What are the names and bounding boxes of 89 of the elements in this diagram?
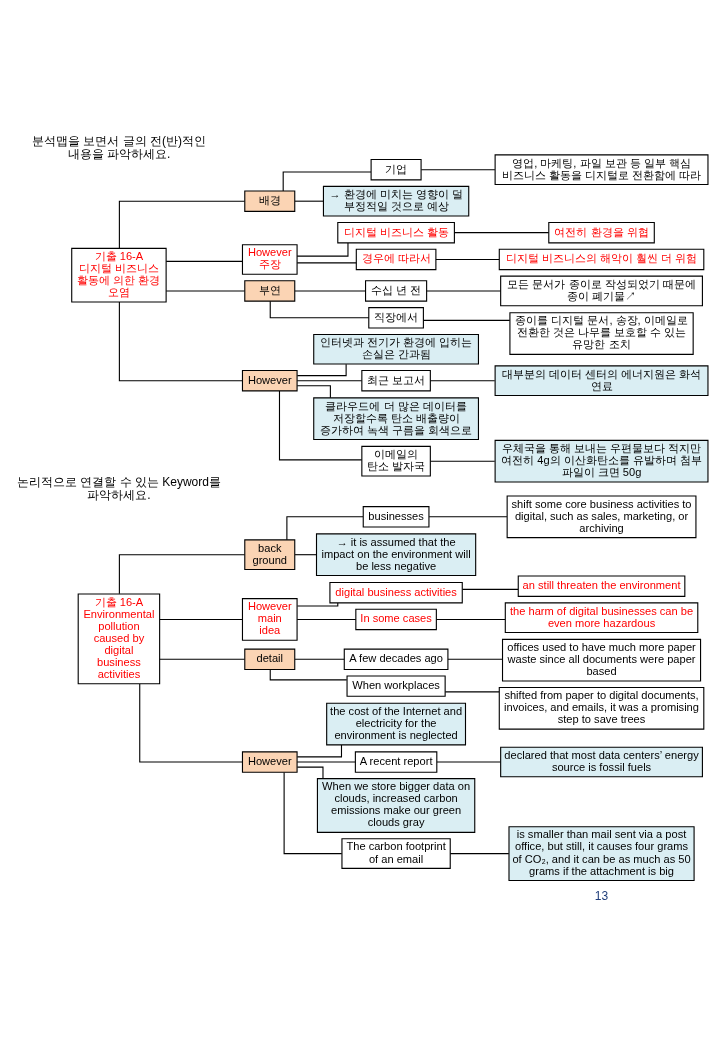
connector: [294, 290, 367, 292]
node-box: → 환경에 미치는 영향이 덜 부정적일 것으로 예상: [322, 185, 470, 217]
connector: [296, 242, 349, 257]
node-box: 우체국을 통해 보내는 우편물보다 적지만 여전히 4g의 이산화탄소를 유발하며 첨부 파일이 크면 50g: [494, 439, 709, 483]
connector: [296, 766, 324, 779]
node-box: 대부분의 데이터 센터의 에너지원은 화석 연료: [494, 365, 709, 397]
connector: [296, 380, 363, 382]
node-box: However main idea: [241, 598, 298, 641]
node-box: 부연: [244, 280, 296, 302]
connector: [453, 232, 550, 234]
connector: [423, 319, 511, 321]
node-box: the harm of digital businesses can be even more hazardous: [504, 602, 699, 633]
connector: [269, 669, 348, 681]
node-box: 디지털 비즈니스 활동: [337, 221, 455, 244]
connector: [428, 516, 508, 518]
node-box: In some cases: [355, 608, 437, 631]
node-box: 기업: [370, 159, 422, 181]
connector: [165, 290, 246, 292]
node-box: 클라우드에 더 많은 데이터를 저장할수록 탄소 배출량이 증가하여 녹색 구름을 회색으로: [313, 397, 479, 441]
node-box: back ground: [244, 539, 296, 571]
node-box: shift some core business activities to digital, such as sales, marketing, or archiving: [506, 495, 697, 539]
node-box: 기출 16-A 디지털 비즈니스 활동에 의한 환경 오염: [71, 247, 167, 303]
node-box: digital business activities: [329, 581, 463, 604]
node-box: 직장에서: [368, 307, 424, 329]
node-box: 이메일의 탄소 발자국: [361, 445, 431, 477]
connector: [429, 460, 496, 462]
connector: [296, 602, 339, 607]
node-box: 인터넷과 전기가 환경에 입히는 손실은 간과됨: [313, 333, 479, 365]
connector: [447, 658, 503, 660]
connector: [436, 761, 501, 763]
node-box: However: [241, 751, 298, 773]
connector: [435, 258, 500, 261]
connector: [449, 853, 510, 855]
node-box: detail: [244, 648, 296, 670]
connector: [296, 262, 357, 264]
connector: [139, 683, 243, 763]
connector: [159, 658, 246, 660]
connector: [435, 618, 506, 621]
node-box: 디지털 비즈니스의 해악이 훨씬 더 위험: [498, 248, 705, 271]
connector: [165, 260, 243, 262]
node-box: 종이를 디지털 문서, 송장, 이메일로 전환한 것은 나무를 보호할 수 있는 유망한 조치: [509, 312, 694, 355]
node-box: A recent report: [354, 751, 438, 773]
connector: [461, 588, 519, 590]
node-box: 최근 보고서: [361, 370, 431, 392]
node-box: 배경: [244, 190, 296, 212]
node-box: 기출 16-A Environmental pollution caused by digital business activities: [77, 593, 161, 685]
node-box: However 주장: [241, 244, 298, 275]
node-box: When we store bigger data on clouds, increased carbon emissions make our green clouds gray: [316, 778, 476, 833]
connector: [118, 554, 246, 595]
connector: [426, 290, 502, 292]
label: 논리적으로 연결할 수 있는 Keyword를 파악하세요.: [16, 474, 221, 502]
node-box: the cost of the Internet and electricity for the environment is neglected: [326, 702, 467, 746]
node-box: A few decades ago: [343, 648, 449, 670]
connector: [294, 554, 317, 556]
node-box: 경우에 따라서: [355, 248, 437, 271]
connector: [296, 363, 347, 377]
connector: [118, 200, 246, 249]
connector: [294, 200, 324, 202]
node-box: is smaller than mail sent via a post office, but still, it causes four grams of CO₂, and it can be as much as 50 grams if the attachment is big: [508, 826, 695, 881]
connector: [159, 618, 243, 621]
label: 분석맵을 보면서 글의 전(반)적인 내용을 파악하세요.: [31, 134, 206, 162]
connector: [294, 658, 345, 660]
connector: [296, 618, 357, 621]
connector: [296, 761, 356, 763]
node-box: When workplaces: [346, 675, 446, 697]
node-box: However: [241, 370, 298, 392]
connector: [282, 171, 372, 192]
connector: [278, 390, 363, 461]
node-box: → it is assumed that the impact on the environment will be less negative: [315, 533, 477, 577]
node-box: declared that most data centers’ energy source is fossil fuels: [500, 746, 703, 778]
connector: [286, 516, 364, 541]
connector: [296, 744, 343, 758]
connector: [118, 301, 243, 382]
node-box: The carbon footprint of an email: [341, 838, 451, 869]
connector: [296, 385, 331, 399]
node-box: 영업, 마케팅, 파일 보관 등 일부 핵심 비즈니스 활동을 디지털로 전환함에 따라: [494, 154, 709, 186]
connector: [429, 380, 496, 382]
connector: [420, 169, 496, 171]
node-box: 수십 년 전: [365, 280, 428, 302]
node-box: businesses: [362, 506, 430, 528]
node-box: shifted from paper to digital documents, invoices, and emails, it was a promising step to save trees: [498, 686, 705, 730]
connector: [444, 691, 500, 693]
connector: [283, 771, 343, 855]
node-box: 여전히 환경을 위협: [548, 221, 655, 244]
node-box: an still threaten the environment: [517, 575, 686, 597]
node-box: 모든 문서가 종이로 작성되었기 때문에 종이 폐기물↗: [500, 275, 703, 307]
node-box: offices used to have much more paper waste since all documents were paper based: [501, 638, 702, 682]
connector: [269, 300, 370, 319]
label: 13: [594, 889, 609, 904]
